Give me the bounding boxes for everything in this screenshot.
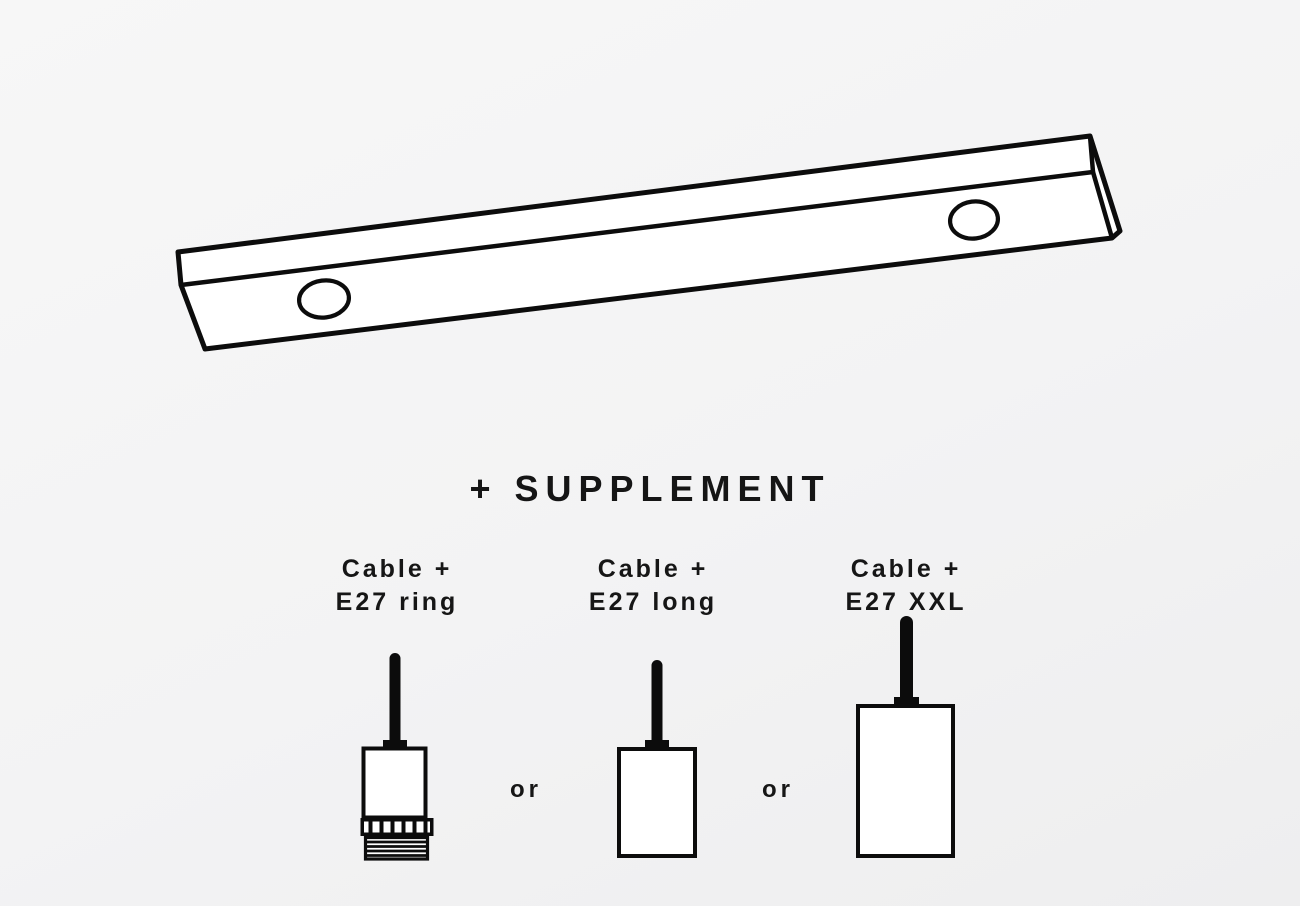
cable-e27-long-socket-drawing xyxy=(617,660,697,858)
option-label-line1: Cable + xyxy=(850,555,962,583)
option-label-e27-long: Cable + E27 long xyxy=(589,553,717,619)
option-label-line1: Cable + xyxy=(597,555,709,583)
cable-e27-xxl-socket-drawing xyxy=(856,616,955,858)
option-label-line1: Cable + xyxy=(341,555,453,583)
canopy-hole-right xyxy=(947,199,1001,241)
canopy-hole-left xyxy=(296,278,352,320)
option-label-e27-ring: Cable + E27 ring xyxy=(336,553,459,619)
supplement-title: + SUPPLEMENT xyxy=(469,468,831,509)
cable-icon xyxy=(389,653,401,749)
or-separator-1: or xyxy=(510,776,542,803)
cable-e27-ring-socket-drawing xyxy=(360,653,434,861)
cable-icon xyxy=(651,660,663,750)
option-label-line2: E27 ring xyxy=(335,588,459,616)
option-label-e27-xxl: Cable + E27 XXL xyxy=(845,553,966,619)
or-separator-2: or xyxy=(762,776,794,803)
option-label-line2: E27 XXL xyxy=(845,588,967,616)
option-label-line2: E27 long xyxy=(588,588,718,616)
cable-icon xyxy=(900,616,913,706)
ceiling-canopy-drawing xyxy=(175,133,1123,352)
ring-slats xyxy=(368,821,428,834)
